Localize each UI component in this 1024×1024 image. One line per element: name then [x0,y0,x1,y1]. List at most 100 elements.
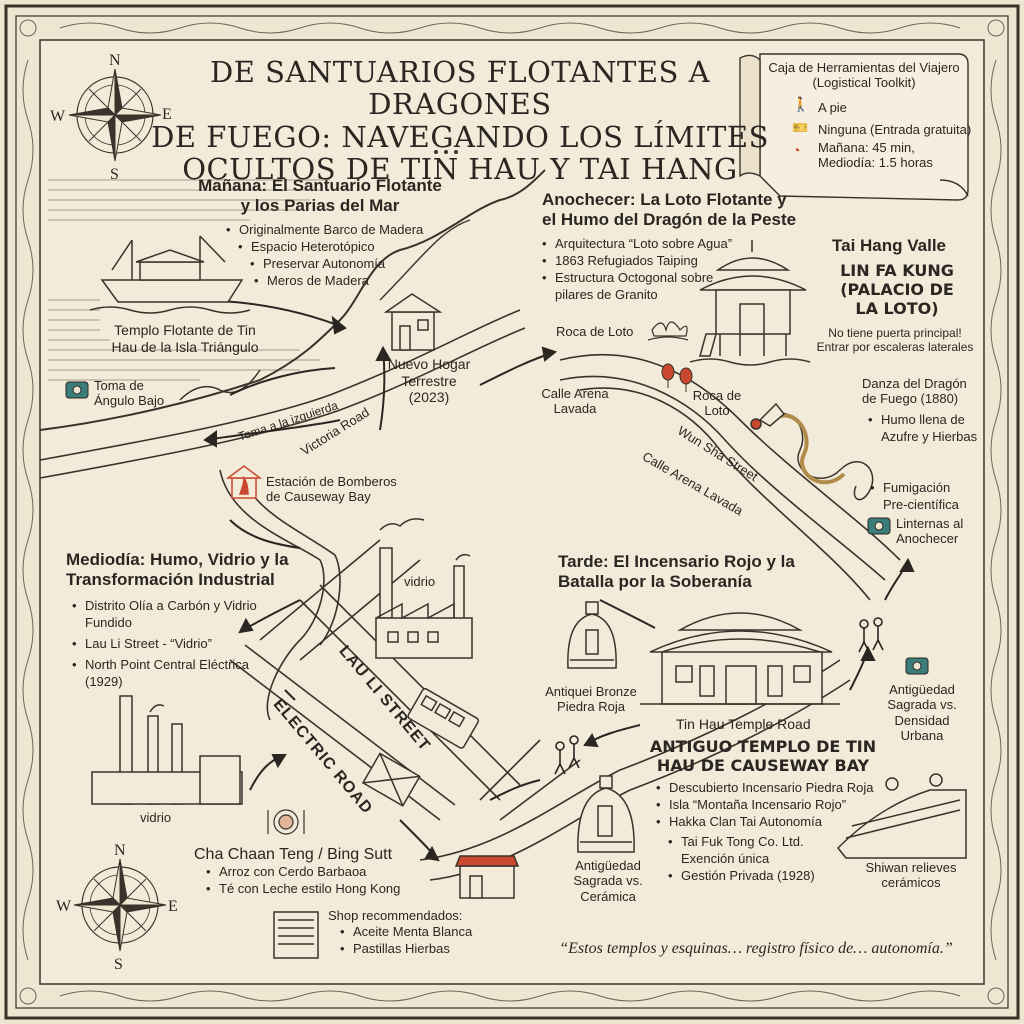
lotus-rock-label-top: Roca de Loto [556,324,634,339]
old-temple-label: ANTIGUO TEMPLO DE TIN HAU DE CAUSEWAY BA… [648,737,878,776]
coastline [39,169,546,431]
lin-fa-kung-label-1: LIN FA KUNG [840,261,954,280]
wun-sha-road-c [579,387,871,601]
shop-icon [454,855,520,899]
power-station-illustration [91,695,243,805]
dragon-bullet-1b: Azufre y Hierbas [881,428,978,444]
fire-station-label: Estación de Bomberos de Causeway Bay [266,474,397,505]
dragon-bullet-1a: Humo llena de [881,412,965,427]
afternoon-heading-1: Tarde: El Incensario Rojo y la [558,552,795,571]
toolkit-time-1: Mañana: 45 min, [818,140,915,155]
dusk-heading-1: Anochecer: La Loto Flotante y [542,190,787,209]
midday-bullet: Lau Li Street - “Vidrio” [72,636,262,653]
fumigation-b: Pre-científica [883,496,959,512]
dragon-dance-label-1: Danza del Dragón [862,376,967,391]
tin-hau-temple-road-label: Tin Hau Temple Road [676,716,811,732]
bell-top-label-1: Antiquei Bronze [545,684,637,699]
floating-temple-boat-illustration [89,235,251,314]
wun-sha-road-b [559,375,886,581]
calle-arena-label-2: Lavada [553,401,597,417]
toolkit-title-2: (Logistical Toolkit) [812,75,916,91]
clock-icon: ◔ [792,142,801,158]
new-home-label-3: (2023) [408,389,450,406]
toolkit-time-2: Mediodía: 1.5 horas [818,155,933,171]
floating-temple-label: Templo Flotante de Tin Hau de la Isla Tr… [90,322,280,355]
sacred-vs-density-3: Densidad [894,712,950,728]
inner-border [15,15,1009,1009]
shiwan-label: Shiwan relieves cerámicos [856,860,966,891]
afternoon-bullet: Isla “Montaña Incensario Rojo” [656,797,896,814]
shop-bullets: Aceite Menta Blanca Pastillas Hierbas [340,924,490,958]
no-door-note-1: No tiene puerta principal! [828,326,962,340]
dusk-bullet: Estructura Octogonal sobre pilares de Gr… [542,270,742,304]
lantern-icons [661,363,693,392]
afternoon-heading: Tarde: El Incensario Rojo y la Batalla p… [558,552,858,592]
sacred-vs-density-2: Sagrada vs. [887,697,957,713]
compass-top-w: W [50,108,66,125]
fire-station-icon [225,465,263,499]
midday-heading-2: Transformación Industrial [66,570,275,590]
no-door-note: No tiene puerta principal! Entrar por es… [810,326,980,354]
shutter-shop-icon [273,911,319,959]
bell-bottom-label: Antigüedad Sagrada vs. Cerámica [566,858,650,904]
floating-temple-label-1: Templo Flotante de Tin [114,322,256,338]
bronze-bell-illustration-bottom [577,775,635,853]
floating-temple-label-2: Hau de la Isla Triángulo [111,338,259,355]
sacred-vs-density-1: Antigüedad [889,682,955,697]
low-angle-label-1: Toma de [94,378,144,393]
dragon-dance-label-2: de Fuego (1880) [862,391,959,407]
plate-icon [267,809,305,835]
toolkit-title-1: Caja de Herramientas del Viajero [768,60,960,75]
low-angle-label: Toma de Ángulo Bajo [94,378,164,409]
morning-heading: Mañana: El Santuario Flotante y los Pari… [180,176,460,216]
morning-heading-2: y los Parias del Mar [240,196,400,216]
toolkit-time: Mañana: 45 min, Mediodía: 1.5 horas [818,140,933,171]
lotus-rock-label: Roca de Loto [682,388,752,419]
fumigation-a: Fumigación [883,480,951,495]
tram-illustration [407,688,480,749]
border-ornaments [19,19,1005,1005]
walkers-icon-right [858,617,884,653]
new-home-house-illustration [383,293,443,351]
sacred-vs-density-label: Antigüedad Sagrada vs. Densidad Urbana [874,682,970,743]
title-line-2: DE FUEGO: NAVEGANDO LOS LÍMITES [151,119,769,154]
vidrio-label-bottom: vidrio [140,810,172,825]
toolkit-ticket: Ninguna (Entrada gratuita) [818,122,972,137]
calle-arena-label: Calle Arena Lavada [530,386,620,417]
new-home-label-1: Nuevo Hogar [387,356,471,372]
morning-bullet: Espacio Heterotópico [238,239,446,256]
bell-top-label: Antiquei Bronze Piedra Roja [536,684,646,715]
compass-bottom-w: W [56,898,72,915]
midday-bullet: Distrito Olía a Carbón y Vidrio Fundido [72,598,262,632]
bell-bottom-label-1: Antigüedad [575,858,641,873]
morning-bullet: Preservar Autonomía [250,256,446,273]
toolkit-title: Caja de Herramientas del Viajero (Logist… [764,60,964,91]
camera-icons [65,381,929,675]
dusk-bullet: Arquitectura “Loto sobre Agua” [542,236,742,253]
closing-quote: “Estos templos y esquinas… registro físi… [559,940,953,957]
afternoon-bullet: Hakka Clan Tai Autonomía [656,814,896,831]
vidrio-label-top: vidrio [404,574,436,589]
title-line-3: OCULTOS DE TIN HAU Y TAI HANG [182,152,738,187]
cha-chaan-teng-bullets: Arroz con Cerdo Barbaoa Té con Leche est… [206,864,436,898]
title-divider [434,150,458,154]
dusk-bullets: Arquitectura “Loto sobre Agua” 1863 Refu… [542,236,742,304]
cha-chaan-teng-label: Cha Chaan Teng / Bing Sutt [194,846,393,863]
sacred-vs-density-4: Urbana [900,727,944,743]
sea-hatching [48,179,330,381]
morning-bullet: Meros de Madera [254,273,446,290]
compass-bottom-n: N [114,842,126,859]
shiwan-label-1: Shiwan relieves [865,860,957,875]
compass-bottom [73,858,167,952]
morning-bullets: Originalmente Barco de Madera Espacio He… [226,222,446,290]
afternoon-heading-2: Batalla por la Soberanía [558,572,752,592]
walkers-icon-afternoon [554,735,580,775]
market-rooftop-illustration [361,752,421,807]
calle-arena-label-1: Calle Arena [541,386,609,401]
afternoon-sub-bullets: Tai Fuk Tong Co. Ltd. Exención única Ges… [668,834,828,885]
cha-bullet: Té con Leche estilo Hong Kong [206,881,436,898]
wun-sha-road-a [559,353,901,561]
